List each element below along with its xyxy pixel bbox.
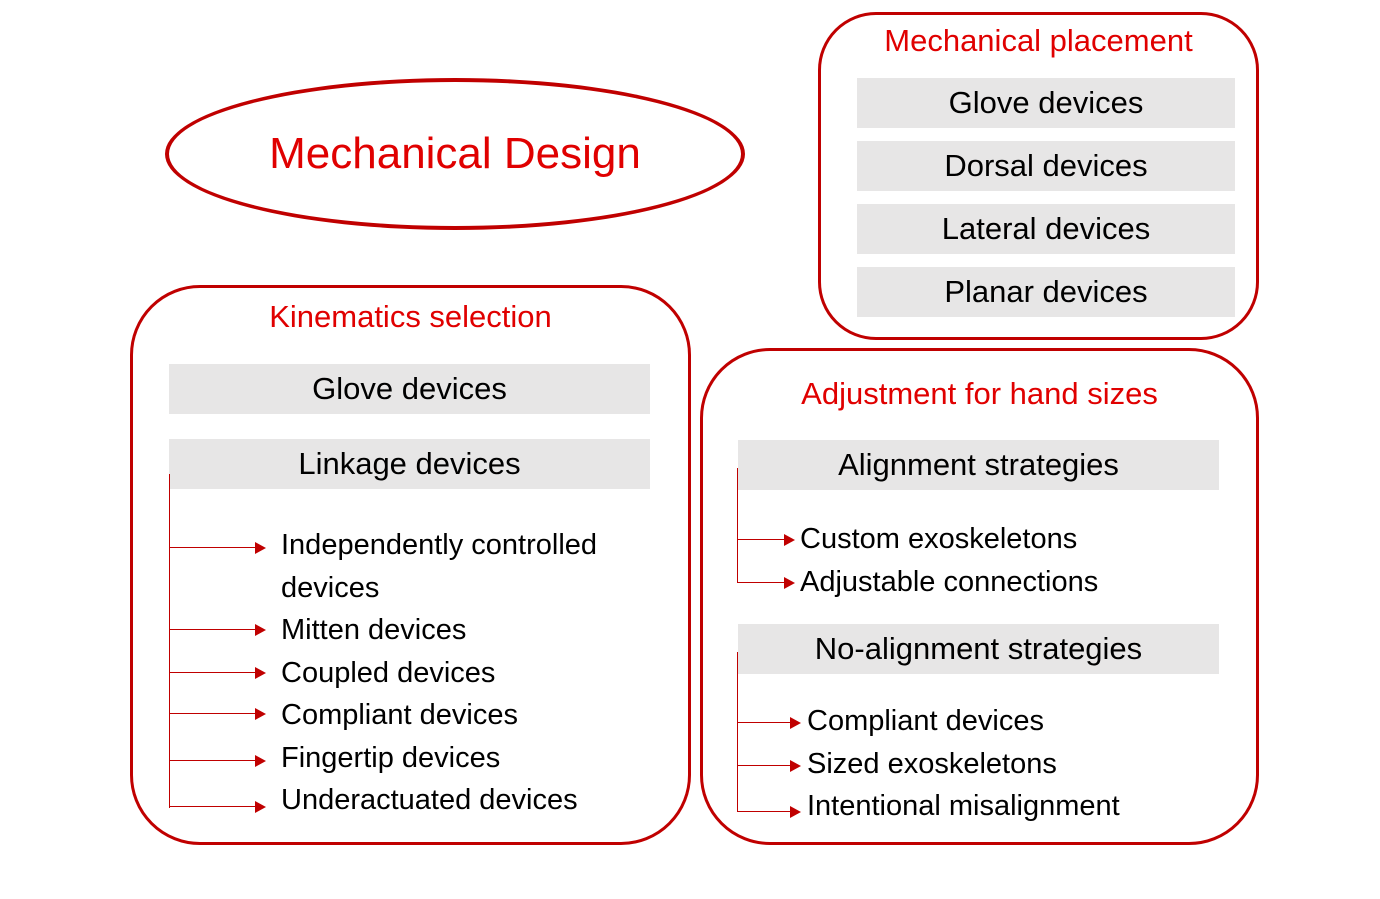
kinematics-connector-trunk	[169, 474, 170, 808]
kinematics-item-coupled: Coupled devices	[281, 657, 496, 689]
arrow-icon	[255, 542, 266, 554]
kinematics-connector	[170, 760, 256, 761]
kinematics-item-independent: Independently controlled	[281, 529, 598, 561]
diagram-title: Mechanical Design	[269, 129, 641, 178]
alignment-item-adjustable: Adjustable connections	[800, 566, 1099, 598]
kinematics-connector	[170, 629, 256, 630]
no-alignment-item-compliant: Compliant devices	[807, 705, 1044, 737]
kinematics-item-compliant: Compliant devices	[281, 699, 518, 731]
arrow-icon	[255, 667, 266, 679]
arrow-icon	[784, 577, 795, 589]
kinematics-item-independent-cont: devices	[281, 572, 380, 604]
adjustment-group	[700, 348, 1259, 845]
arrow-icon	[790, 806, 801, 818]
adjustment-title: Adjustment for hand sizes	[801, 376, 1158, 411]
kinematics-connector	[170, 672, 256, 673]
kinematics-glove-box: Glove devices	[169, 364, 650, 414]
no-alignment-connector-trunk	[737, 652, 738, 812]
arrow-icon	[255, 708, 266, 720]
no-alignment-strategies-box: No-alignment strategies	[738, 624, 1219, 674]
alignment-strategies-box: Alignment strategies	[738, 440, 1219, 490]
kinematics-item-mitten: Mitten devices	[281, 614, 467, 646]
kinematics-item-fingertip: Fingertip devices	[281, 742, 501, 774]
arrow-icon	[790, 717, 801, 729]
no-alignment-connector	[738, 811, 791, 812]
kinematics-title: Kinematics selection	[269, 299, 552, 334]
kinematics-connector	[170, 713, 256, 714]
placement-title: Mechanical placement	[884, 23, 1193, 58]
placement-item-planar: Planar devices	[857, 267, 1235, 317]
placement-item-glove: Glove devices	[857, 78, 1235, 128]
kinematics-connector	[170, 806, 256, 807]
title-ellipse	[165, 78, 745, 230]
arrow-icon	[784, 534, 795, 546]
no-alignment-connector	[738, 722, 791, 723]
alignment-connector-trunk	[737, 468, 738, 583]
no-alignment-item-misalignment: Intentional misalignment	[807, 790, 1120, 822]
no-alignment-connector	[738, 765, 791, 766]
arrow-icon	[255, 801, 266, 813]
alignment-connector	[738, 582, 785, 583]
placement-item-lateral: Lateral devices	[857, 204, 1235, 254]
kinematics-connector	[170, 547, 256, 548]
kinematics-linkage-box: Linkage devices	[169, 439, 650, 489]
placement-item-dorsal: Dorsal devices	[857, 141, 1235, 191]
kinematics-item-underactuated: Underactuated devices	[281, 784, 578, 816]
arrow-icon	[255, 755, 266, 767]
alignment-connector	[738, 539, 785, 540]
arrow-icon	[255, 624, 266, 636]
no-alignment-item-sized: Sized exoskeletons	[807, 748, 1057, 780]
arrow-icon	[790, 760, 801, 772]
alignment-item-custom: Custom exoskeletons	[800, 523, 1078, 555]
